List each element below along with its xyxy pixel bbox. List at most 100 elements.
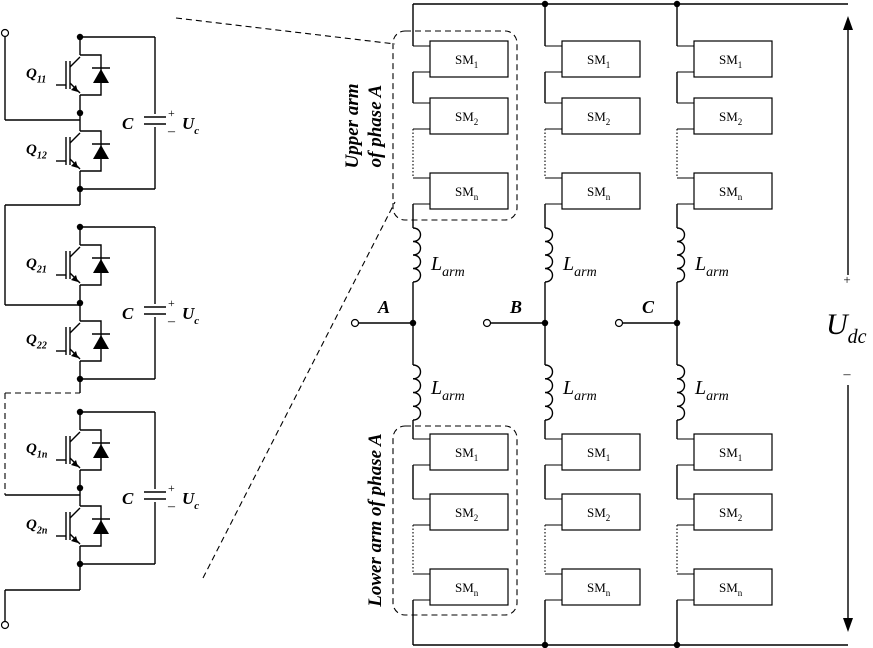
upper-arm-label-2: of phase A — [365, 85, 386, 168]
submodule-label-lower-0-2: SMn — [455, 580, 479, 598]
cap-voltage-label-1-main: U — [182, 304, 195, 323]
cap-minus-1: – — [167, 314, 176, 329]
cap-voltage-label-2-main: U — [182, 489, 195, 508]
submodule-label-lower-2-1: SM2 — [719, 505, 742, 523]
upper-arm-group — [392, 30, 518, 221]
capacitor-label-0: C — [122, 114, 134, 133]
submodule-label-upper-1-1: SM2 — [587, 109, 610, 127]
submodule-box — [429, 433, 509, 471]
submodule-label-upper-1-2-sub: n — [606, 192, 611, 202]
switch-label-1-lower: Q22 — [26, 332, 47, 352]
junction-dot — [541, 641, 549, 648]
submodule-label-upper-2-2-sub: n — [738, 192, 743, 202]
junction-dot — [673, 641, 681, 648]
udc-label-sub: dc — [848, 326, 867, 348]
igbt-collector — [69, 431, 81, 443]
phase-label-1: B — [509, 297, 522, 317]
cap-voltage-label-1: Uc — [182, 304, 199, 327]
submodule-box — [561, 172, 641, 210]
submodule-label-upper-1-2: SMn — [587, 184, 611, 202]
junction-dot — [541, 0, 549, 8]
switch-label-0-lower: Q12 — [26, 142, 47, 162]
terminal — [350, 318, 360, 328]
diode-icon — [93, 145, 109, 159]
inductor-lower-0 — [412, 364, 422, 421]
inductor-upper-0 — [412, 227, 422, 283]
submodule-label-upper-1-1-sub: 2 — [606, 117, 611, 127]
junction-dot — [76, 33, 84, 41]
udc-label: Udc — [826, 308, 867, 348]
submodule-box — [429, 568, 509, 606]
submodule-box — [693, 433, 773, 471]
switch-label-2-upper: Q1n — [26, 441, 48, 461]
inductor-lower-1 — [544, 364, 554, 421]
cap-voltage-label-0: Uc — [182, 114, 199, 137]
inductor-label-lower-2-sub: arm — [706, 389, 729, 404]
submodule-label-upper-2-1-main: SM — [719, 109, 738, 124]
igbt-arrow-icon — [71, 351, 78, 358]
cap-voltage-label-0-main: U — [182, 114, 195, 133]
submodule-label-upper-0-0: SM1 — [455, 52, 478, 70]
submodule-label-lower-2-0-sub: 1 — [738, 453, 743, 463]
junction-dot — [76, 408, 84, 416]
junction-dot — [76, 223, 84, 231]
inductor-label-upper-2-sub: arm — [706, 265, 729, 280]
switch-label-2-upper-main: Q — [26, 441, 37, 457]
arrowhead-up-icon — [843, 16, 853, 30]
submodule-label-upper-0-2: SMn — [455, 184, 479, 202]
submodule-label-upper-2-1-sub: 2 — [738, 117, 743, 127]
submodule-box — [561, 40, 641, 78]
igbt-collector — [69, 246, 81, 258]
submodule-box — [561, 568, 641, 606]
inductor-label-upper-1: Larm — [562, 253, 597, 280]
inductor-label-lower-1-sub: arm — [574, 389, 597, 404]
switch-label-1-upper-main: Q — [26, 256, 37, 272]
inductor-label-upper-0-sub: arm — [442, 265, 465, 280]
submodule-label-lower-1-1: SM2 — [587, 505, 610, 523]
junction-dot — [76, 109, 84, 117]
diode-icon — [93, 335, 109, 349]
submodule-label-lower-0-0: SM1 — [455, 445, 478, 463]
submodule-label-lower-2-0: SM1 — [719, 445, 742, 463]
submodule-box — [561, 433, 641, 471]
cap-plus-0: + — [168, 106, 175, 120]
inductor-label-lower-2-main: L — [694, 377, 706, 399]
submodule-label-upper-0-1-main: SM — [455, 109, 474, 124]
switch-label-2-lower-main: Q — [26, 517, 37, 533]
switch-label-1-upper-sub: 21 — [36, 265, 47, 276]
switch-label-0-upper-main: Q — [26, 66, 37, 82]
submodule-box — [693, 97, 773, 135]
igbt-arrow-icon — [71, 85, 78, 92]
switch-label-1-upper: Q21 — [26, 256, 47, 276]
submodule-label-lower-2-1-main: SM — [719, 505, 738, 520]
submodule-label-upper-2-2: SMn — [719, 184, 743, 202]
igbt-arrow-icon — [71, 460, 78, 467]
capacitor-label-2: C — [122, 489, 134, 508]
switch-label-1-lower-main: Q — [26, 332, 37, 348]
switch-label-0-lower-sub: 12 — [37, 151, 47, 162]
udc-label-main: U — [826, 308, 850, 341]
submodule-label-lower-1-0-main: SM — [587, 445, 606, 460]
upper-arm-label-1: Upper arm — [342, 84, 363, 169]
submodule-label-upper-1-0-sub: 1 — [606, 60, 611, 70]
submodule-label-lower-1-2-sub: n — [606, 588, 611, 598]
switch-label-0-upper: Q11 — [26, 66, 46, 86]
inductor-label-lower-0-main: L — [430, 377, 442, 399]
submodule-label-lower-2-2-sub: n — [738, 588, 743, 598]
inductor-lower-2 — [676, 364, 686, 421]
submodule-label-upper-1-2-main: SM — [587, 184, 606, 199]
udc-plus: + — [843, 272, 850, 287]
phase-label-2: C — [642, 297, 655, 317]
submodule-label-lower-1-1-main: SM — [587, 505, 606, 520]
igbt-arrow-icon — [71, 161, 78, 168]
switch-label-0-lower-main: Q — [26, 142, 37, 158]
diode-icon — [93, 520, 109, 534]
switch-label-2-upper-sub: 1n — [37, 450, 48, 461]
diode-icon — [93, 259, 109, 273]
inductor-label-upper-0-main: L — [430, 253, 442, 275]
submodule-box — [561, 97, 641, 135]
inductor-label-lower-1-main: L — [562, 377, 574, 399]
submodule-label-lower-1-0: SM1 — [587, 445, 610, 463]
